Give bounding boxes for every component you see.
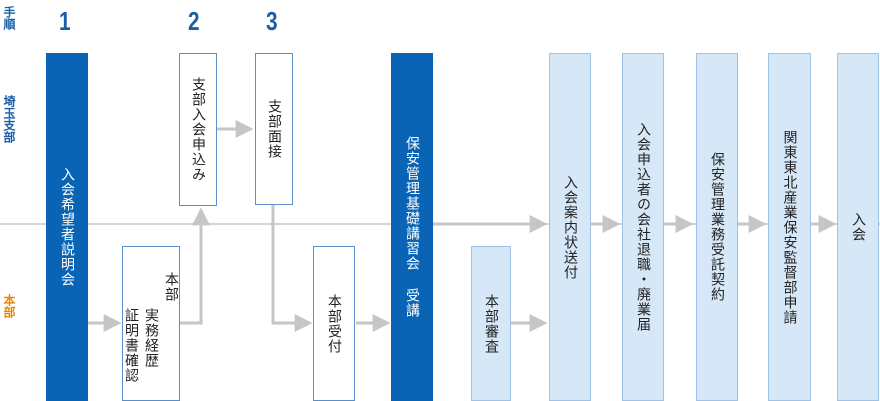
training-label: 保安管理基礎講習会 受講 (404, 136, 420, 318)
step-number-3: 3 (266, 6, 278, 36)
branch-interview-box: 支部面接 (255, 53, 293, 205)
kanto-application-box: 関東東北産業保安監督部申請 (768, 53, 811, 401)
resignation-box: 入会申込者の会社退職・廃業届 (622, 53, 664, 401)
hq-lane-label: 本部 (2, 294, 16, 318)
hq-reception-box: 本部受付 (313, 246, 355, 401)
step-number-1: 1 (59, 6, 71, 36)
contract-label: 保安管理業務受託契約 (709, 152, 725, 302)
contract-box: 保安管理業務受託契約 (696, 53, 738, 401)
hq-review-body-2: 証明書確認 (123, 308, 139, 383)
hq-review-body-1: 実務経歴 (143, 308, 159, 368)
admission-box: 入会 (837, 53, 879, 401)
branch-lane-label: 埼玉支部 (2, 95, 16, 143)
admission-notice-label: 入会案内状送付 (562, 174, 578, 280)
steps-lane-label: 手順 (2, 6, 16, 30)
resignation-label: 入会申込者の会社退職・廃業届 (635, 122, 651, 332)
admission-notice-box: 入会案内状送付 (549, 53, 591, 401)
briefing-box: 入会希望者説明会 (46, 53, 88, 401)
briefing-label: 入会希望者説明会 (59, 167, 75, 287)
training-box: 保安管理基礎講習会 受講 (391, 53, 433, 401)
hq-review-title: 本部 (163, 272, 179, 302)
kanto-application-label: 関東東北産業保安監督部申請 (781, 129, 798, 325)
branch-application-box: 支部入会申込み (179, 53, 217, 206)
hq-examination-box: 本部審査 (471, 246, 511, 401)
branch-interview-label: 支部面接 (266, 99, 282, 159)
hq-examination-label: 本部審査 (483, 293, 499, 354)
hq-reception-label: 本部受付 (326, 293, 342, 354)
step-number-2: 2 (188, 6, 200, 36)
hq-review-box: 本部 実務経歴 証明書確認 (122, 246, 180, 401)
branch-application-label: 支部入会申込み (190, 77, 206, 182)
admission-label: 入会 (850, 212, 866, 242)
